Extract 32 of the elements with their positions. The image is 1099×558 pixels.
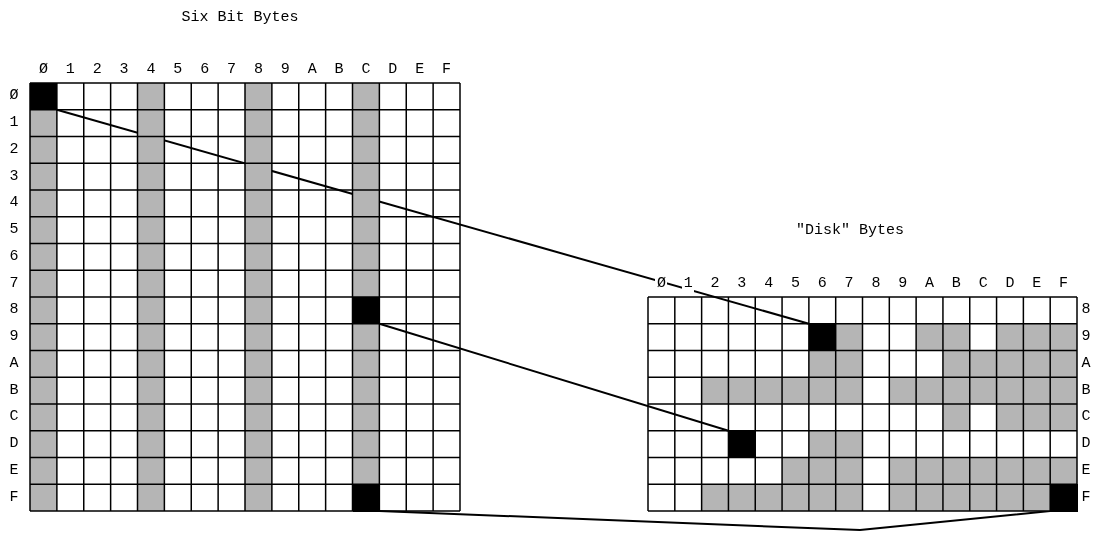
row-header: 3 xyxy=(8,166,20,187)
row-header: F xyxy=(8,487,20,508)
filled-cell xyxy=(1050,484,1078,512)
row-header: B xyxy=(8,380,20,401)
column-header: 1 xyxy=(682,274,695,294)
row-header: 8 xyxy=(8,300,20,321)
row-header: B xyxy=(1080,380,1092,401)
filled-cell xyxy=(352,484,380,512)
filled-cell xyxy=(352,297,380,325)
row-header: 8 xyxy=(1080,300,1092,321)
row-header: 6 xyxy=(8,246,20,267)
row-header: 7 xyxy=(8,273,20,294)
row-header: 4 xyxy=(8,193,20,214)
row-header: C xyxy=(1080,407,1092,428)
row-header: E xyxy=(1080,460,1092,481)
row-header: D xyxy=(1080,434,1092,455)
row-header: E xyxy=(8,460,20,481)
row-header: Ø xyxy=(8,86,20,107)
grid-title: Six Bit Bytes xyxy=(181,8,299,28)
row-header: A xyxy=(8,353,20,374)
row-header: 9 xyxy=(1080,327,1092,348)
row-header: 1 xyxy=(8,113,20,134)
filled-cell xyxy=(728,430,756,458)
row-header: C xyxy=(8,407,20,428)
row-header: 9 xyxy=(8,327,20,348)
row-header: A xyxy=(1080,353,1092,374)
filled-cell xyxy=(30,83,58,111)
row-header: 2 xyxy=(8,139,20,160)
row-header: 5 xyxy=(8,220,20,241)
grid-title: "Disk" Bytes xyxy=(796,221,904,241)
row-header: F xyxy=(1080,487,1092,508)
row-header: D xyxy=(8,434,20,455)
